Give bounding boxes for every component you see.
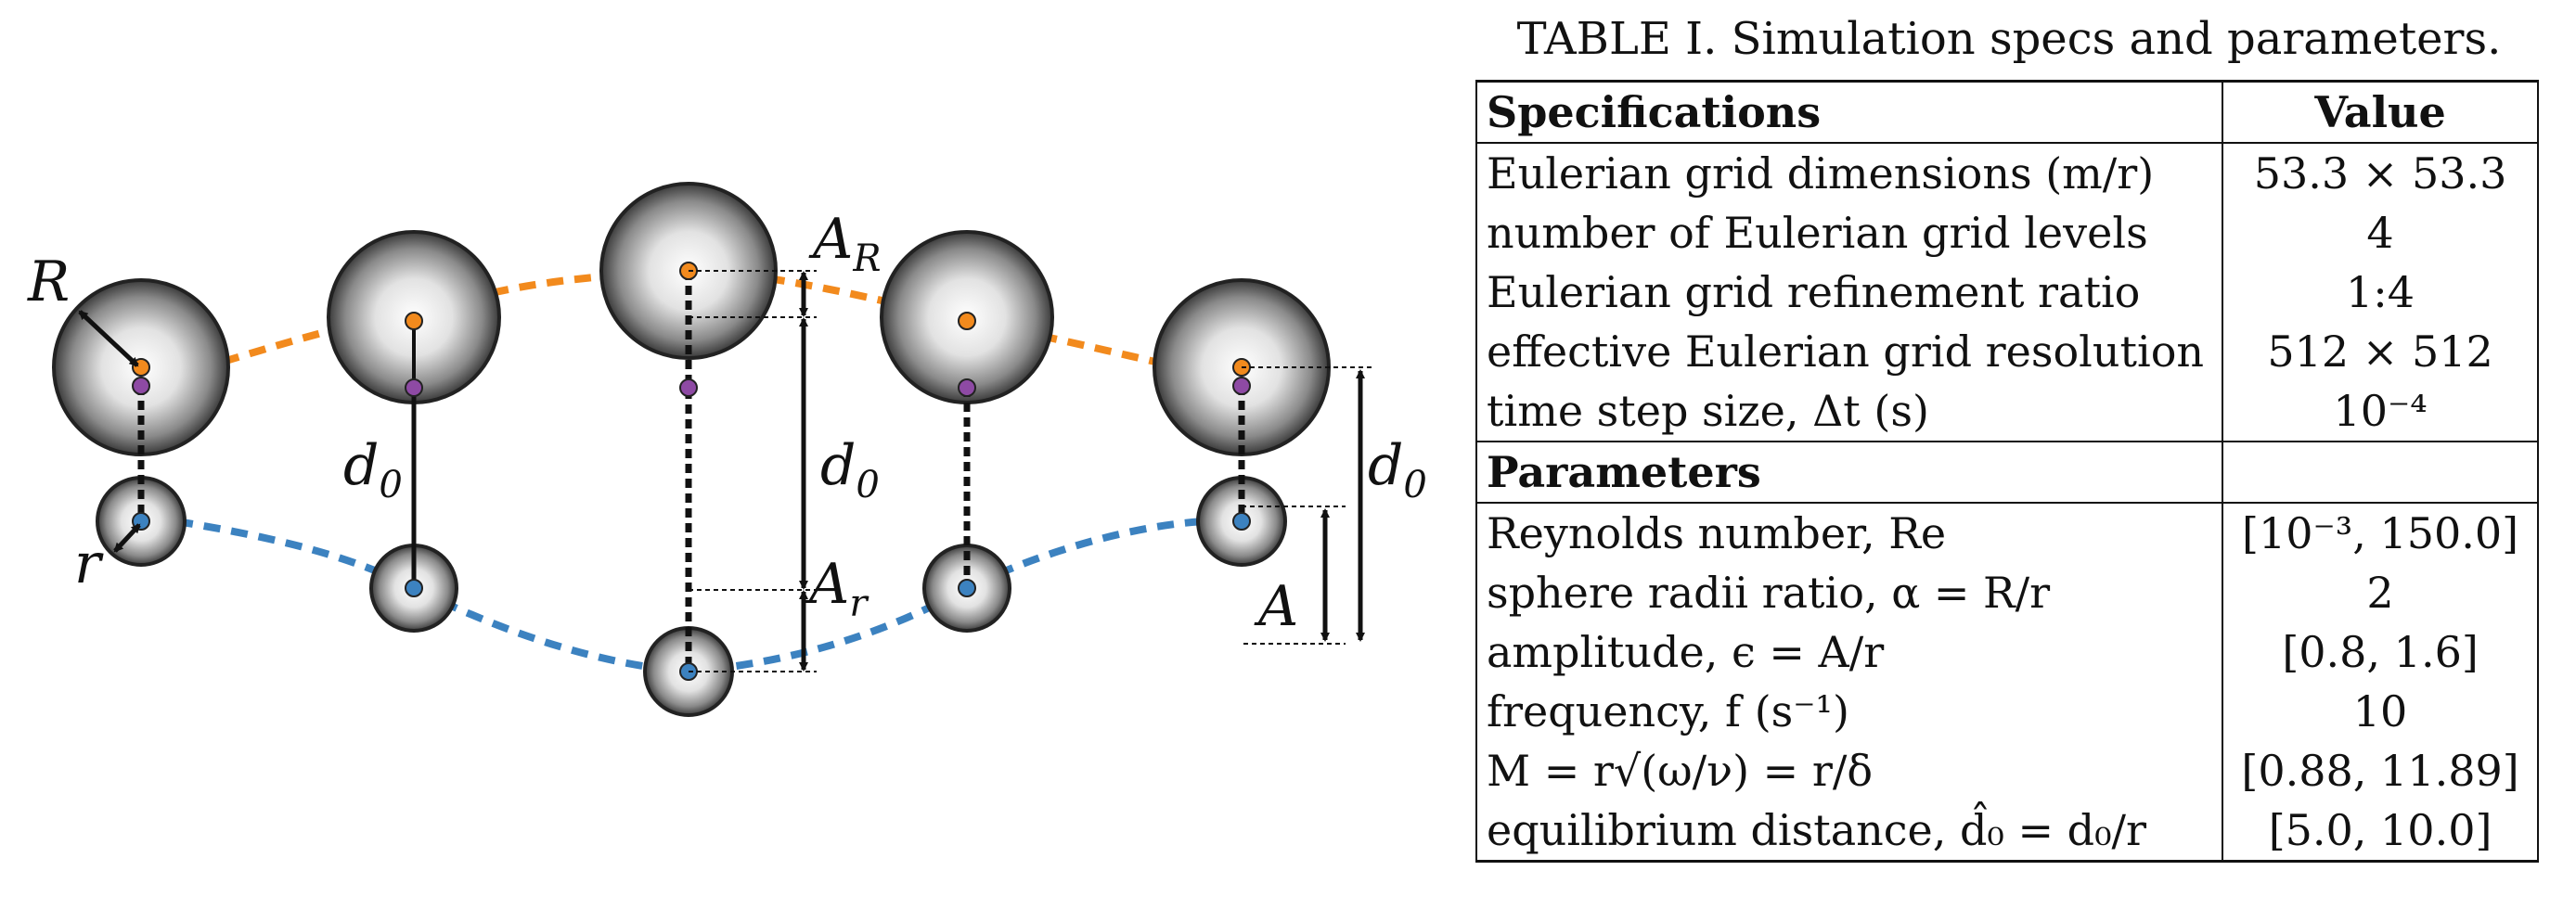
spec-value: 512 × 512	[2222, 322, 2539, 381]
swimmer-schematic: R r d0 d0 d0 AR Ar A	[27, 182, 1427, 717]
table-row: Eulerian grid dimensions (m/r)53.3 × 53.…	[1475, 143, 2539, 203]
label-d0-right: d0	[1368, 433, 1427, 506]
header-parameters-empty	[2222, 441, 2539, 504]
table-row: Reynolds number, Re[10⁻³, 150.0]	[1475, 503, 2539, 563]
label-AR: AR	[808, 207, 881, 280]
label-A: A	[1254, 574, 1298, 639]
swimmer-2	[327, 230, 501, 633]
table-row: amplitude, ϵ = A/r[0.8, 1.6]	[1475, 622, 2539, 682]
header-parameters: Parameters	[1475, 441, 2224, 504]
param-value: [5.0, 10.0]	[2222, 800, 2539, 863]
table-row: frequency, f (s⁻¹)10	[1475, 682, 2539, 741]
spec-name: Eulerian grid refinement ratio	[1475, 262, 2224, 322]
param-name: amplitude, ϵ = A/r	[1475, 622, 2224, 682]
param-value: [0.8, 1.6]	[2222, 622, 2539, 682]
param-value: [10⁻³, 150.0]	[2222, 503, 2539, 563]
label-Ar: Ar	[805, 552, 869, 625]
spec-name: time step size, Δt (s)	[1475, 381, 2224, 442]
spec-name: number of Eulerian grid levels	[1475, 203, 2224, 262]
table-caption: TABLE I. Simulation specs and parameters…	[1516, 13, 2502, 65]
parameters-table-panel: TABLE I. Simulation specs and parameters…	[1466, 0, 2552, 863]
spec-name: effective Eulerian grid resolution	[1475, 322, 2224, 381]
parameters-table: Specifications Value Eulerian grid dimen…	[1475, 80, 2539, 863]
table-row: equilibrium distance, d̂₀ = d₀/r[5.0, 10…	[1475, 800, 2539, 863]
swimmer-3	[599, 182, 817, 717]
label-d0-mid: d0	[820, 433, 880, 506]
label-d0-left: d0	[343, 433, 403, 506]
spec-name: Eulerian grid dimensions (m/r)	[1475, 143, 2224, 203]
table-header-row: Specifications Value	[1475, 80, 2539, 144]
param-value: [0.88, 11.89]	[2222, 741, 2539, 800]
header-value: Value	[2222, 80, 2539, 144]
param-name: sphere radii ratio, α = R/r	[1475, 563, 2224, 622]
table-row: M = r√(ω/ν) = r/δ[0.88, 11.89]	[1475, 741, 2539, 800]
spec-value: 10⁻⁴	[2222, 381, 2539, 442]
param-name: Reynolds number, Re	[1475, 503, 2224, 563]
swimmer-5	[1153, 278, 1373, 645]
spec-value: 1:4	[2222, 262, 2539, 322]
spec-value: 53.3 × 53.3	[2222, 143, 2539, 203]
header-specifications: Specifications	[1475, 80, 2224, 144]
label-R: R	[27, 250, 70, 314]
param-value: 2	[2222, 563, 2539, 622]
param-name: frequency, f (s⁻¹)	[1475, 682, 2224, 741]
param-value: 10	[2222, 682, 2539, 741]
spec-value: 4	[2222, 203, 2539, 262]
table-row: time step size, Δt (s)10⁻⁴	[1475, 381, 2539, 442]
swimmer-4	[880, 230, 1054, 633]
param-name: equilibrium distance, d̂₀ = d₀/r	[1475, 800, 2224, 863]
parameters-header-row: Parameters	[1475, 441, 2539, 504]
param-name: M = r√(ω/ν) = r/δ	[1475, 741, 2224, 800]
swimmer-1	[52, 278, 230, 567]
label-r: r	[74, 531, 104, 596]
schematic-svg: R r d0 d0 d0 AR Ar A	[27, 182, 1427, 717]
